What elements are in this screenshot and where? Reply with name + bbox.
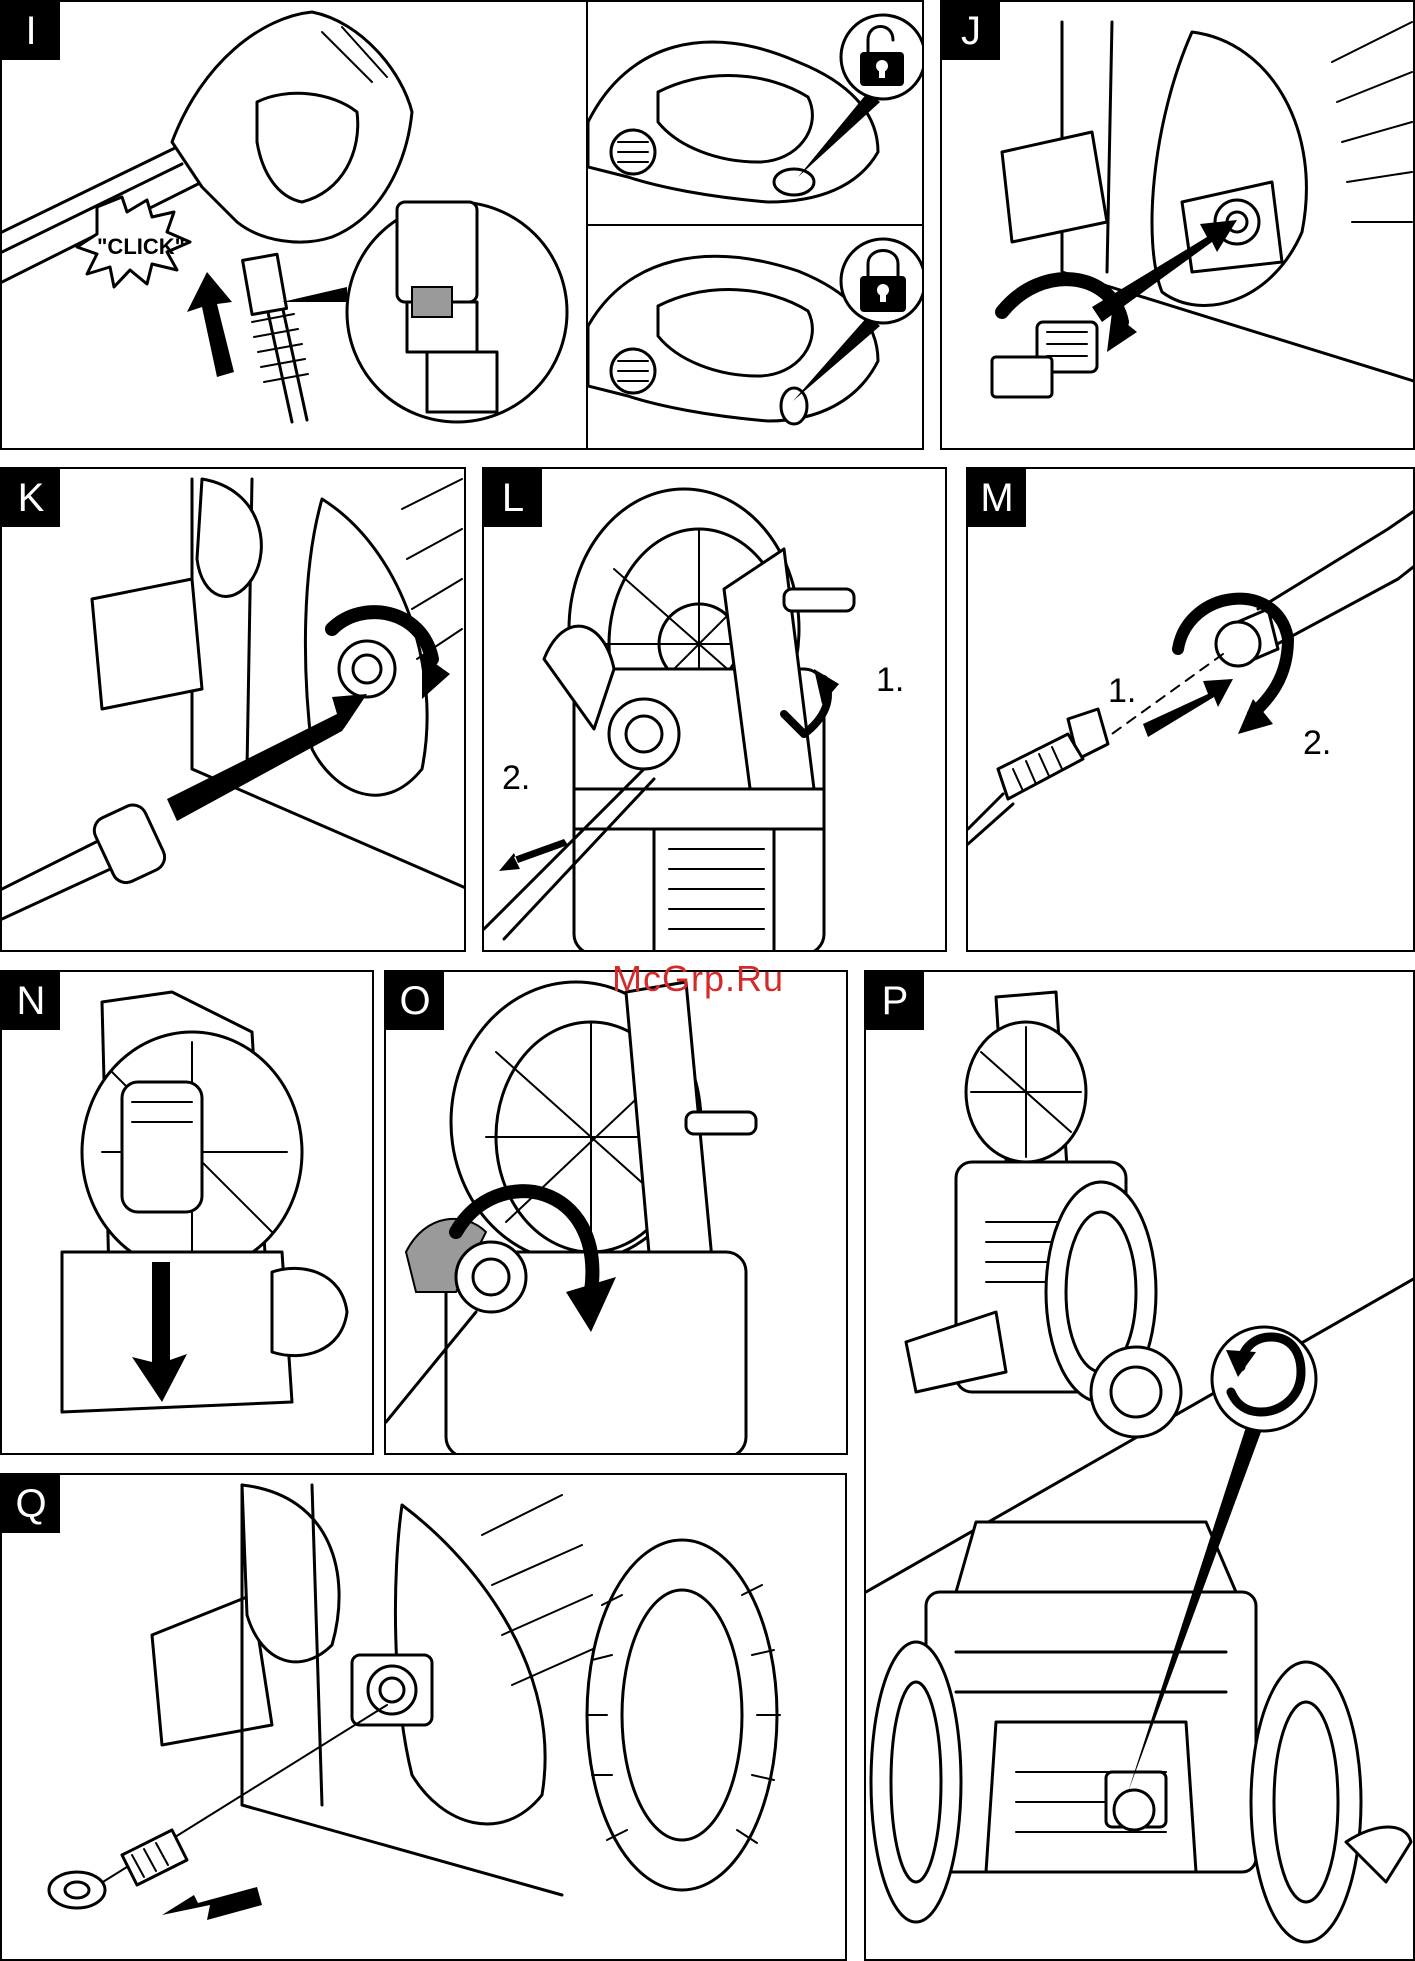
hose-connect-illustration (2, 469, 466, 952)
nozzle-attach-illustration (968, 469, 1415, 952)
watermark-text: McGrp.Ru (612, 958, 784, 1000)
panel-q: Q (0, 1473, 847, 1961)
lock-icon (588, 226, 924, 450)
panel-o: O (384, 970, 848, 1455)
panel-p-label: P (866, 972, 924, 1030)
spray-gun-illustration (2, 2, 588, 450)
panel-k-label: K (2, 469, 60, 527)
water-inlet-connect-illustration (942, 2, 1415, 450)
panel-i-label: I (2, 2, 60, 60)
panel-j-label: J (942, 2, 1000, 60)
step-1-label: 1. (1108, 672, 1136, 711)
step-1-label: 1. (876, 661, 904, 700)
panel-j: J (940, 0, 1415, 450)
panel-l: L 1. 2. (482, 467, 947, 952)
rotate-arrow-icon (866, 972, 1415, 1961)
step-2-label: 2. (1303, 724, 1331, 763)
panel-n: N (0, 970, 374, 1455)
panel-n-label: N (2, 972, 60, 1030)
panel-i: I "CLICK" (0, 0, 588, 450)
panel-l-label: L (484, 469, 542, 527)
panel-q-label: Q (2, 1475, 60, 1533)
panel-o-label: O (386, 972, 444, 1030)
panel-i-locked (586, 224, 924, 450)
step-2-label: 2. (502, 759, 530, 798)
panel-m: M 1. 2. (966, 467, 1415, 952)
panel-p: P (864, 970, 1415, 1961)
inlet-filter-removal-illustration (2, 1475, 847, 1961)
lance-holder-illustration (484, 469, 947, 952)
click-sound-label: "CLICK" (97, 234, 185, 260)
unlock-icon (588, 2, 924, 226)
panel-m-label: M (968, 469, 1026, 527)
panel-i-unlocked (586, 0, 924, 226)
hose-reel-crank-illustration (386, 972, 848, 1455)
detergent-bottle-illustration (2, 972, 374, 1455)
panel-k: K (0, 467, 466, 952)
